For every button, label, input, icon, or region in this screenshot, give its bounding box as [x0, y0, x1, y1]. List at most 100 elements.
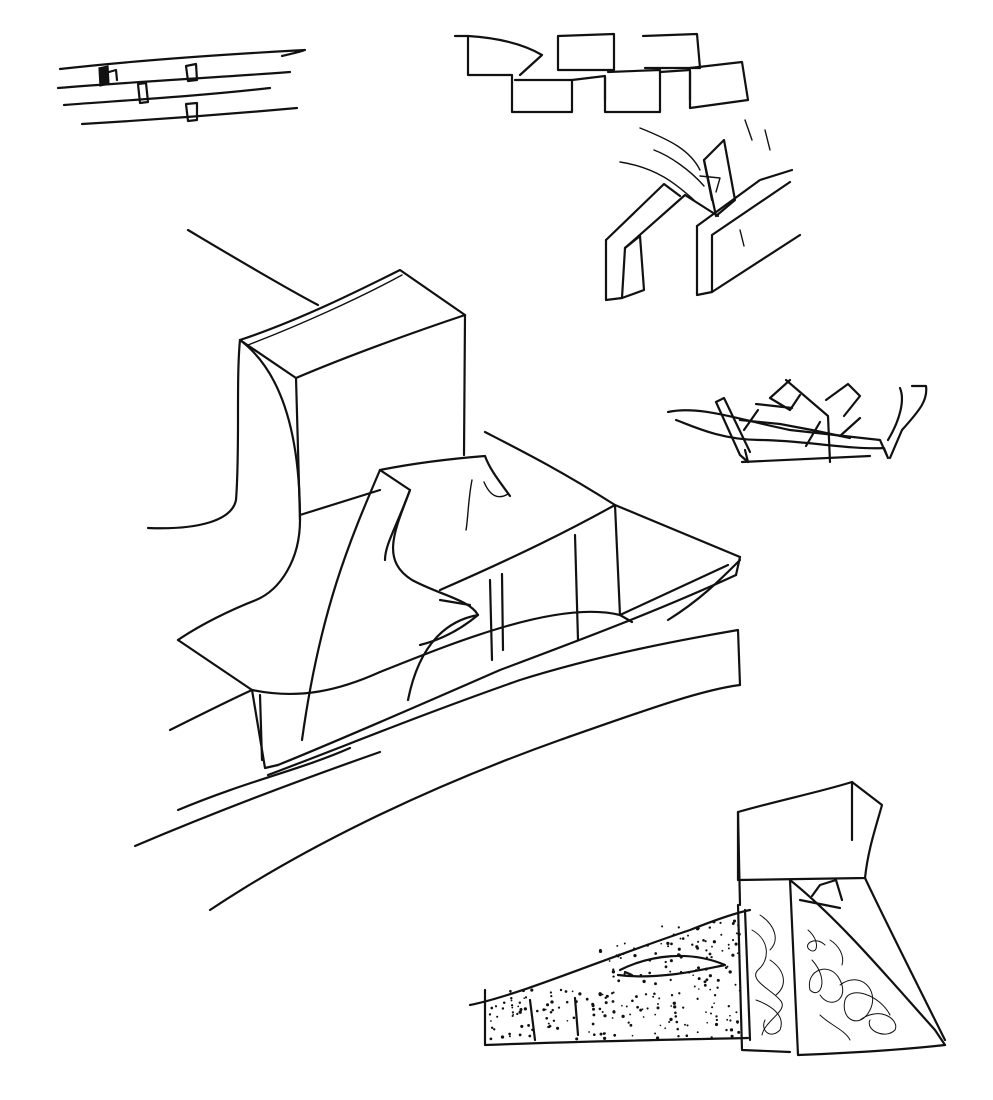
stipple-dot	[598, 992, 602, 996]
stipple-dot	[523, 997, 525, 999]
stipple-dot	[599, 1032, 603, 1036]
stipple-dot	[660, 942, 663, 945]
stipple-dot	[729, 1028, 734, 1032]
stipple-dot	[517, 1005, 520, 1008]
stipple-dot	[549, 991, 553, 994]
stipple-dot	[516, 1012, 519, 1016]
stipple-dot	[619, 956, 622, 960]
stipple-dot	[674, 1011, 677, 1015]
stipple-dot	[652, 995, 655, 998]
stipple-dot	[615, 954, 618, 957]
stipple-dot	[711, 945, 713, 948]
stipple-dot	[510, 996, 513, 1000]
stipple-dot	[654, 1013, 657, 1016]
stipple-dot	[612, 975, 615, 978]
stipple-dot	[664, 1027, 667, 1030]
stipple-dot	[702, 939, 705, 942]
stipple-dot	[530, 988, 534, 992]
stipple-dot	[633, 947, 635, 950]
stipple-dot	[710, 955, 713, 959]
stipple-dot	[622, 952, 625, 956]
stipple-dot	[735, 1011, 738, 1014]
stipple-dot	[518, 1001, 522, 1004]
stipple-dot	[542, 1008, 546, 1012]
stipple-dot	[508, 1032, 511, 1036]
stipple-dot	[547, 1022, 550, 1025]
stipple-dot	[667, 945, 670, 948]
stipple-dot	[603, 1014, 607, 1018]
stipple-dot	[708, 974, 712, 978]
stipple-dot	[698, 988, 700, 990]
stipple-dot	[708, 952, 712, 956]
stipple-dot	[715, 1015, 718, 1018]
stipple-dot	[677, 947, 681, 951]
stipple-dot	[642, 1016, 645, 1018]
stipple-dot	[716, 978, 720, 982]
stipple-dot	[676, 1027, 679, 1031]
stipple-dot	[709, 988, 712, 991]
stipple-dot	[656, 1036, 660, 1040]
stipple-dot	[592, 1013, 596, 1017]
stipple-dot	[641, 1008, 644, 1011]
stipple-dot	[729, 1019, 732, 1022]
stipple-dot	[508, 1035, 511, 1038]
stipple-dot	[669, 978, 672, 982]
stipple-dot	[672, 933, 675, 936]
stipple-dot	[659, 1024, 662, 1027]
stipple-dot	[565, 1000, 569, 1004]
stipple-dot	[713, 994, 717, 997]
stipple-dot	[634, 995, 638, 999]
stipple-dot	[670, 942, 673, 946]
stipple-dot	[588, 1031, 590, 1033]
stipple-dot	[591, 1007, 596, 1011]
stipple-dot	[708, 926, 711, 929]
stipple-dot	[510, 1004, 514, 1007]
stipple-dot	[510, 999, 513, 1002]
stipple-dot	[678, 992, 681, 995]
stipple-dot	[604, 1032, 606, 1035]
stipple-dot	[673, 1005, 677, 1009]
stipple-dot	[509, 992, 512, 995]
stipple-dot	[548, 1024, 552, 1028]
stipple-dot	[731, 922, 735, 925]
stipple-dot	[692, 974, 695, 977]
stipple-dot	[493, 998, 496, 1001]
stipple-dot	[572, 1016, 576, 1020]
stipple-dot	[709, 1012, 713, 1015]
stipple-dot	[711, 1006, 714, 1009]
stipple-dot	[520, 1024, 524, 1028]
stipple-dot	[601, 993, 604, 996]
stipple-dot	[575, 1037, 579, 1041]
stipple-dot	[705, 956, 708, 959]
stipple-dot	[705, 978, 709, 982]
stipple-dot	[681, 937, 685, 940]
stipple-dot	[502, 1001, 506, 1005]
stipple-dot	[706, 1021, 709, 1024]
stipple-dot	[611, 970, 616, 974]
stipple-dot	[731, 939, 735, 942]
stipple-dot	[716, 986, 719, 989]
stipple-dot	[696, 997, 699, 1001]
stipple-dot	[657, 1003, 659, 1005]
stipple-dot	[618, 953, 621, 957]
stipple-dot	[696, 946, 700, 950]
stipple-dot	[500, 1035, 505, 1039]
stipple-dot	[737, 924, 739, 927]
stipple-dot	[639, 973, 643, 977]
stipple-dot	[705, 1011, 707, 1013]
stipple-dot	[729, 1014, 731, 1017]
stipple-dot	[685, 1034, 689, 1037]
stipple-dot	[559, 988, 563, 992]
stipple-dot	[511, 1006, 514, 1009]
stipple-dot	[644, 993, 648, 996]
stipple-dot	[608, 960, 611, 962]
stipple-dot	[544, 1008, 547, 1011]
stipple-dot	[578, 992, 582, 996]
stipple-dot	[639, 1008, 643, 1012]
stipple-dot	[617, 979, 621, 983]
stipple-dot	[591, 1004, 595, 1008]
stipple-dot	[737, 1030, 741, 1034]
stipple-dot	[550, 995, 553, 998]
stipple-dot	[490, 1006, 494, 1010]
stipple-dot	[523, 1007, 528, 1011]
